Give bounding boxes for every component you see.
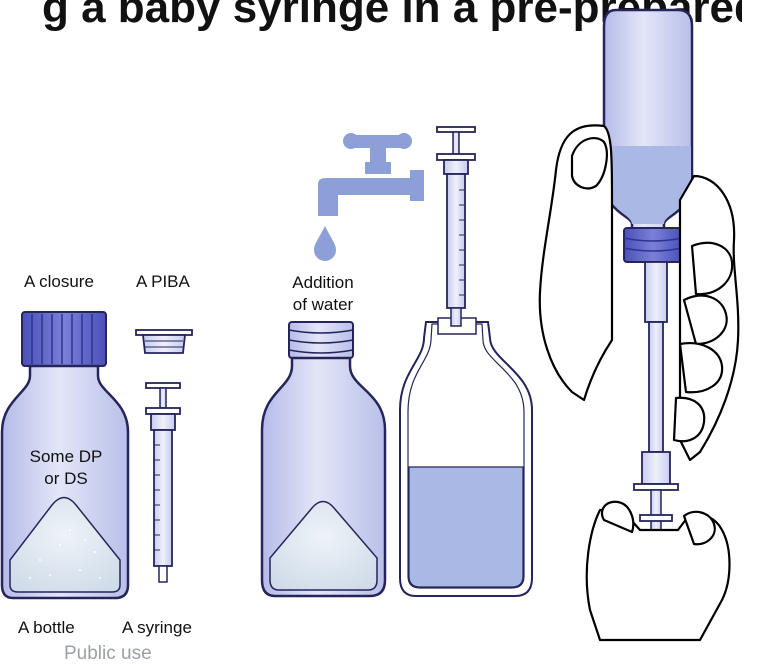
label-addition-of-water: Addition of water xyxy=(278,272,368,316)
label-water-line2: of water xyxy=(278,294,368,316)
label-piba: A PIBA xyxy=(136,272,190,292)
syringe-small xyxy=(146,383,180,582)
inverted-bottle xyxy=(604,10,692,262)
syringe-in-hand xyxy=(634,262,678,540)
piba-adapter xyxy=(136,330,192,353)
label-contents-line2: or DS xyxy=(24,468,108,490)
label-water-line1: Addition xyxy=(278,272,368,294)
classification-footer: Public use xyxy=(64,643,152,665)
label-closure: A closure xyxy=(24,272,94,292)
syringe-large xyxy=(437,127,475,326)
label-bottle: A bottle xyxy=(18,618,75,638)
tap-icon xyxy=(318,133,424,216)
bottle-open xyxy=(262,322,385,596)
bottle-with-water xyxy=(400,318,532,596)
label-contents-line1: Some DP xyxy=(24,446,108,468)
closure-cap xyxy=(22,312,106,366)
label-contents: Some DP or DS xyxy=(24,446,108,490)
water-drop-icon xyxy=(314,226,336,261)
label-syringe: A syringe xyxy=(122,618,192,638)
